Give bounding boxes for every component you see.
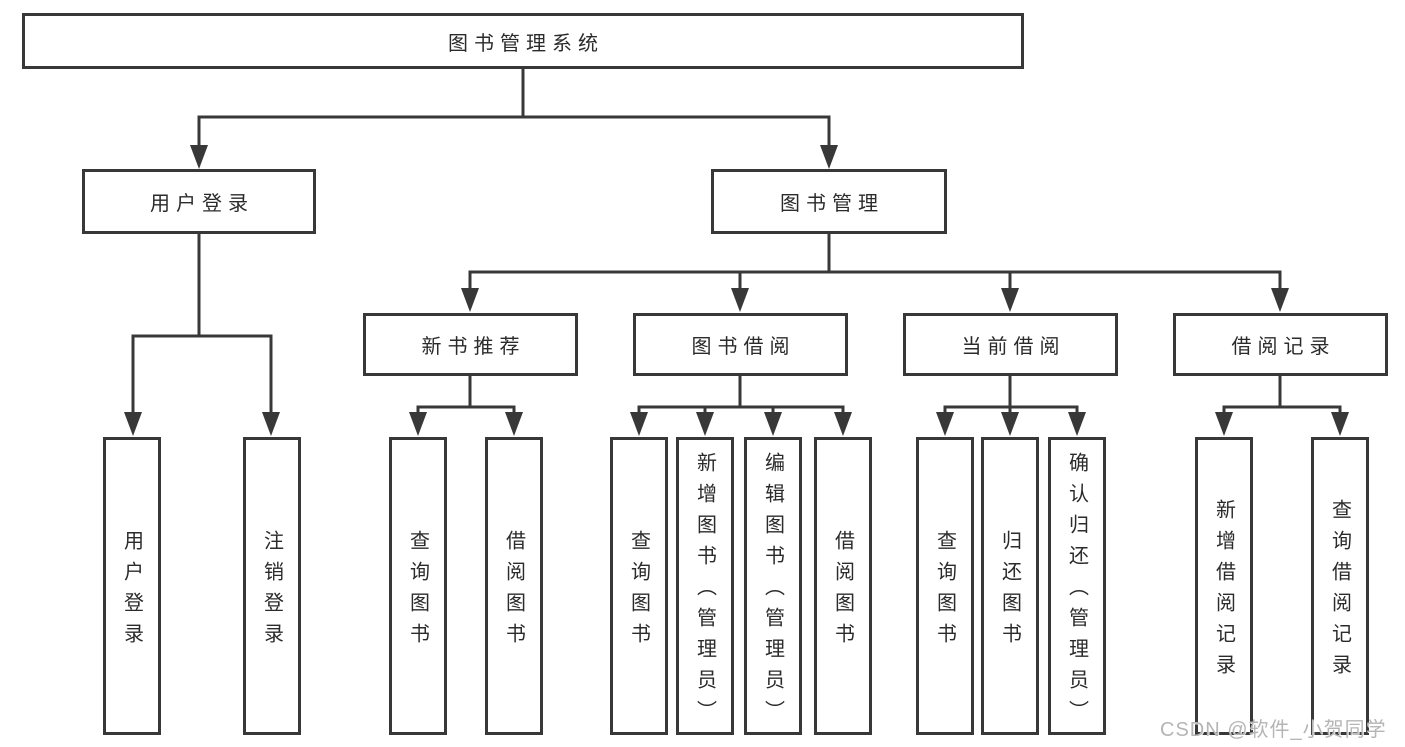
leaf-current-confirm-return-admin: 确认归还（管理员） [1048, 437, 1106, 735]
leaf-borrow-edit-books-admin: 编辑图书（管理员） [744, 437, 802, 735]
node-root: 图书管理系统 [22, 13, 1024, 69]
leaf-current-query-books-label: 查询图书 [933, 529, 956, 654]
leaf-borrow-add-books-admin: 新增图书（管理员） [676, 437, 734, 735]
node-new-book-recommend: 新书推荐 [363, 313, 578, 376]
leaf-current-return-books-label: 归还图书 [998, 529, 1021, 654]
leaf-records-add-record-label: 新增借阅记录 [1212, 498, 1235, 685]
leaf-records-add-record: 新增借阅记录 [1195, 437, 1253, 735]
node-user-login: 用户登录 [82, 169, 316, 234]
node-new-book-recommend-label: 新书推荐 [421, 336, 526, 358]
leaf-borrow-edit-books-admin-label: 编辑图书（管理员） [761, 452, 784, 731]
leaf-current-confirm-return-admin-label: 确认归还（管理员） [1065, 452, 1088, 731]
leaf-user-login: 用户登录 [103, 437, 161, 735]
connector-root-to-level2 [197, 69, 831, 159]
leaf-recommend-query-books-label: 查询图书 [406, 529, 429, 654]
leaf-user-login-label: 用户登录 [120, 529, 143, 654]
node-borrow-records: 借阅记录 [1173, 313, 1388, 376]
node-book-management-label: 图书管理 [780, 193, 884, 215]
leaf-borrow-borrow-books-label: 借阅图书 [831, 529, 854, 654]
leaf-borrow-borrow-books: 借阅图书 [814, 437, 872, 735]
node-root-label: 图书管理系统 [448, 32, 604, 55]
connector-login-to-children [131, 234, 273, 426]
leaf-recommend-borrow-books: 借阅图书 [485, 437, 543, 735]
leaf-logout-label: 注销登录 [260, 529, 283, 654]
leaf-logout: 注销登录 [243, 437, 301, 735]
node-book-management: 图书管理 [711, 169, 947, 234]
node-book-borrow-label: 图书借阅 [691, 336, 796, 358]
node-borrow-records-label: 借阅记录 [1231, 336, 1336, 358]
node-book-borrow: 图书借阅 [633, 313, 848, 376]
node-current-borrow: 当前借阅 [903, 313, 1118, 376]
leaf-recommend-borrow-books-label: 借阅图书 [502, 529, 525, 654]
leaf-recommend-query-books: 查询图书 [389, 437, 447, 735]
connector-manage-to-level3 [468, 234, 1282, 302]
leaf-records-query-record-label: 查询借阅记录 [1328, 498, 1351, 685]
arrowhead-icons [124, 145, 1349, 436]
leaf-borrow-add-books-admin-label: 新增图书（管理员） [693, 452, 716, 731]
connector-recommend-to-children [416, 376, 516, 426]
connector-borrow-to-children [637, 376, 845, 426]
node-current-borrow-label: 当前借阅 [961, 336, 1066, 358]
leaf-borrow-query-books-label: 查询图书 [627, 529, 650, 654]
connector-records-to-children [1222, 376, 1342, 426]
leaf-current-return-books: 归还图书 [981, 437, 1039, 735]
csdn-watermark: CSDN @软件_小贺同学 [1160, 719, 1387, 741]
node-user-login-label: 用户登录 [150, 193, 254, 215]
leaf-current-query-books: 查询图书 [916, 437, 974, 735]
leaf-records-query-record: 查询借阅记录 [1311, 437, 1369, 735]
leaf-borrow-query-books: 查询图书 [610, 437, 668, 735]
